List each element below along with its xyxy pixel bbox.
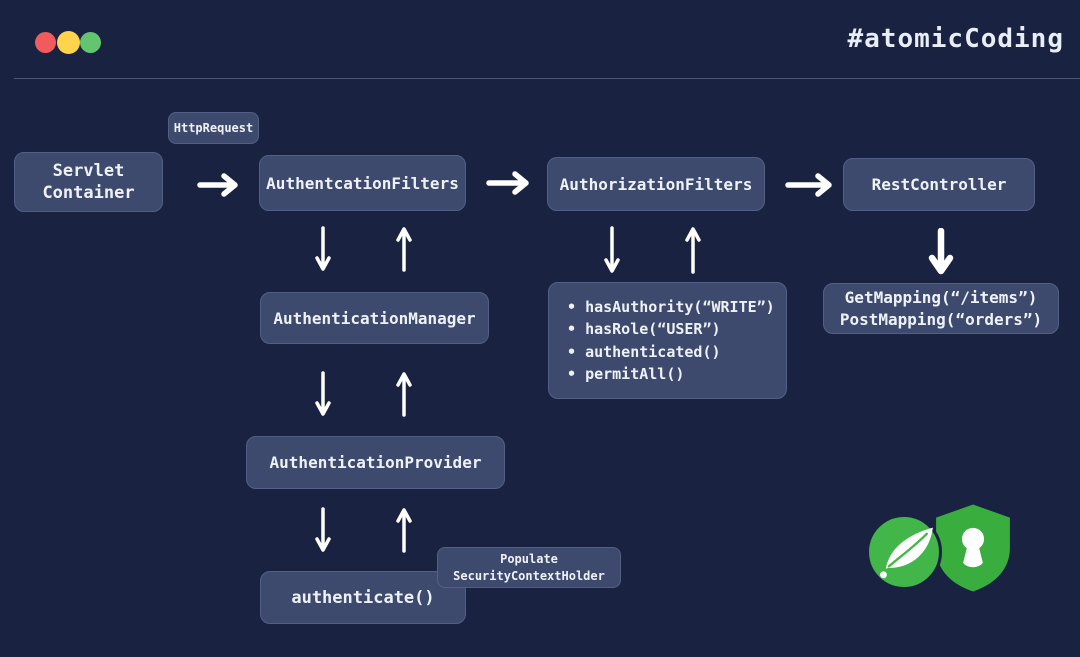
arrow-down-icon (604, 226, 620, 273)
node-label: AuthenticationManager (273, 308, 476, 328)
arrow-up-icon (396, 372, 412, 417)
list-item: authenticated() (567, 341, 775, 364)
node-label: SecurityContextHolder (453, 568, 605, 583)
arrow-up-icon (396, 227, 412, 272)
traffic-light-yellow-icon (57, 31, 80, 54)
node-label: HttpRequest (173, 121, 254, 135)
arrow-down-icon (315, 226, 331, 271)
spring-leaf-icon (866, 514, 942, 590)
node-authentication-filters: AuthentcationFilters (259, 155, 466, 211)
arrow-right-icon (785, 173, 832, 197)
arrow-right-icon (197, 173, 238, 197)
titlebar-divider (14, 78, 1080, 79)
node-label: RestController (871, 175, 1007, 194)
node-authentication-manager: AuthenticationManager (260, 292, 489, 344)
node-label: Populate (500, 551, 558, 566)
node-servlet-container: Servlet Container (14, 152, 163, 212)
security-shield-icon (936, 504, 1010, 592)
arrow-right-icon (486, 171, 529, 195)
node-authorization-filters: AuthorizationFilters (547, 157, 765, 211)
node-label: PostMapping(“orders”) (839, 309, 1043, 329)
arrow-down-bold-icon (928, 228, 954, 275)
node-label: Servlet (52, 160, 125, 181)
node-authentication-provider: AuthenticationProvider (246, 436, 505, 489)
list-item: hasAuthority(“WRITE”) (567, 296, 775, 319)
node-authorization-expressions: hasAuthority(“WRITE”) hasRole(“USER”) au… (548, 282, 787, 399)
traffic-light-red-icon (35, 32, 56, 53)
node-label: GetMapping(“/items”) (844, 287, 1038, 307)
node-label: Container (42, 183, 135, 203)
arrow-down-icon (315, 507, 331, 552)
node-label: AuthentcationFilters (266, 173, 459, 193)
list-item: hasRole(“USER”) (567, 318, 775, 341)
node-label: AuthorizationFilters (559, 174, 753, 194)
page-title: #atomicCoding (847, 24, 1064, 54)
node-label: authenticate() (291, 587, 435, 608)
node-rest-controller: RestController (843, 158, 1035, 211)
node-label: AuthenticationProvider (269, 453, 482, 472)
node-authenticate-method: authenticate() (260, 571, 466, 624)
arrow-up-icon (396, 508, 412, 553)
authorization-expression-list: hasAuthority(“WRITE”) hasRole(“USER”) au… (549, 296, 775, 386)
arrow-up-icon (685, 227, 701, 274)
traffic-light-green-icon (80, 32, 101, 53)
list-item: permitAll() (567, 363, 775, 386)
arrow-down-icon (315, 371, 331, 416)
label-populate-security-context-holder: Populate SecurityContextHolder (437, 547, 621, 588)
node-request-mappings: GetMapping(“/items”) PostMapping(“orders… (823, 283, 1059, 334)
label-http-request: HttpRequest (168, 112, 259, 144)
